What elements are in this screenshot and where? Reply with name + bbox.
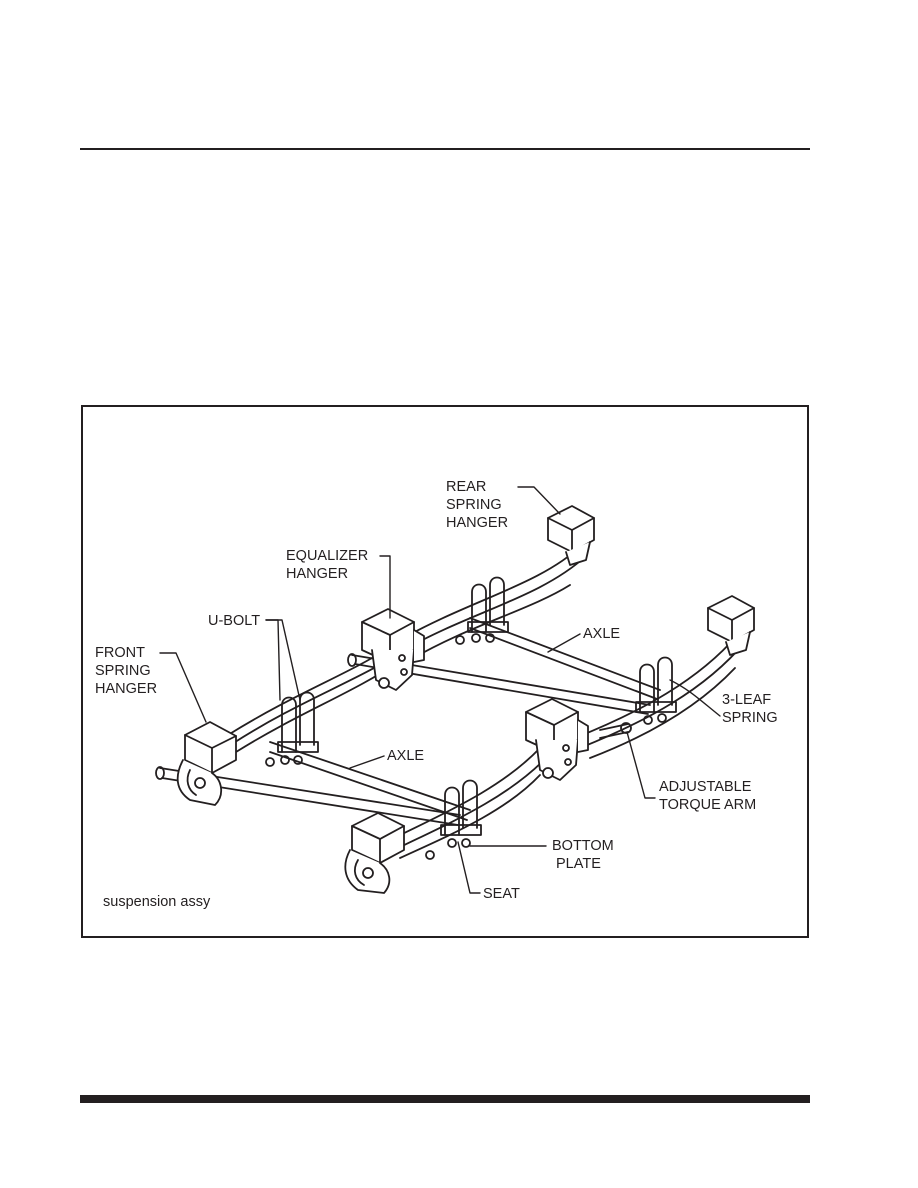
equalizer-hanger-right [525,698,589,781]
label-seat: SEAT [483,886,520,902]
label-3-leaf-spring-2: SPRING [722,710,778,726]
svg-text:BOTTOM: BOTTOM [552,838,614,854]
label-3-leaf-spring-1: 3-LEAF [722,692,771,708]
svg-text:FRONT: FRONT [95,645,145,661]
svg-text:U-BOLT: U-BOLT [208,613,260,629]
figure-caption: suspension assy [103,894,211,910]
u-bolt-front-right [425,779,482,860]
svg-text:3-LEAF: 3-LEAF [722,692,771,708]
svg-text:HANGER: HANGER [95,681,157,697]
svg-text:ADJUSTABLE: ADJUSTABLE [659,779,752,795]
label-axle-front: AXLE [387,748,424,764]
svg-text:TORQUE ARM: TORQUE ARM [659,797,756,813]
suspension-figure [81,405,809,938]
label-bottom-plate-1: BOTTOM [552,838,614,854]
u-bolt-rear-right [635,656,677,725]
svg-text:REAR: REAR [446,479,486,495]
svg-text:PLATE: PLATE [556,856,601,872]
leader-lines [159,486,721,894]
svg-text:AXLE: AXLE [583,626,620,642]
u-bolt-rear-left [455,576,509,645]
equalizer-hanger-left [361,608,425,691]
header-rule [80,148,810,150]
svg-text:SPRING: SPRING [446,497,502,513]
svg-text:EQUALIZER: EQUALIZER [286,548,368,564]
label-adjustable-torque-arm-1: ADJUSTABLE [659,779,752,795]
label-rear-spring-hanger-2: SPRING [446,497,502,513]
label-u-bolt: U-BOLT [208,613,260,629]
svg-text:HANGER: HANGER [286,566,348,582]
rear-spring-hanger [547,505,595,566]
label-axle-rear: AXLE [583,626,620,642]
label-rear-spring-hanger-1: REAR [446,479,486,495]
label-front-spring-hanger-1: FRONT [95,645,145,661]
svg-text:HANGER: HANGER [446,515,508,531]
front-right-hanger [344,812,405,894]
svg-text:AXLE: AXLE [387,748,424,764]
label-bottom-plate-2: PLATE [556,856,601,872]
footer-rule [80,1095,810,1103]
callout-labels: REAR SPRING HANGER EQUALIZER HANGER U-BO… [95,479,778,910]
label-equalizer-hanger-2: HANGER [286,566,348,582]
svg-text:SEAT: SEAT [483,886,520,902]
svg-text:suspension assy: suspension assy [103,894,211,910]
front-spring-hanger [176,721,237,806]
rear-right-hanger [707,595,755,656]
label-rear-spring-hanger-3: HANGER [446,515,508,531]
label-front-spring-hanger-2: SPRING [95,663,151,679]
label-front-spring-hanger-3: HANGER [95,681,157,697]
adjustable-torque-arm [599,722,632,739]
label-adjustable-torque-arm-2: TORQUE ARM [659,797,756,813]
svg-text:SPRING: SPRING [722,710,778,726]
label-equalizer-hanger-1: EQUALIZER [286,548,368,564]
svg-text:SPRING: SPRING [95,663,151,679]
